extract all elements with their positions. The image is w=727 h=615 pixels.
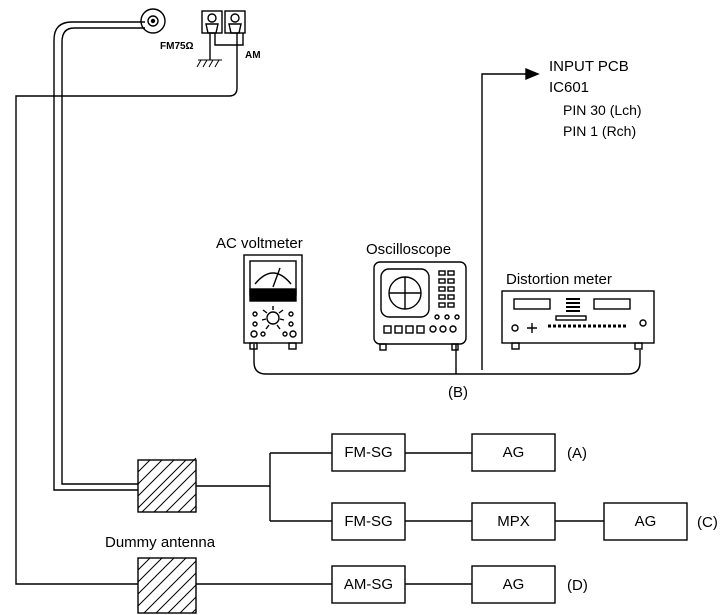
- oscilloscope-icon: [373, 261, 467, 351]
- instrument-interconnect: [253, 344, 641, 375]
- signal-lines: [196, 452, 604, 585]
- ag-label-d: AG: [502, 576, 525, 593]
- ac-voltmeter-label: AC voltmeter: [216, 235, 303, 252]
- fm-sg-box-2: [331, 502, 406, 541]
- ag-box-d: [471, 565, 556, 604]
- label-a: (A): [567, 445, 587, 462]
- am-label: AM: [245, 50, 261, 61]
- input-pcb-label: INPUT PCB: [549, 58, 629, 75]
- ic601-label: IC601: [549, 79, 590, 96]
- label-d: (D): [567, 577, 588, 594]
- point-b-label: (B): [448, 384, 468, 401]
- ag-box-c: [603, 502, 688, 541]
- mpx-box: [471, 502, 556, 541]
- distortion-meter-icon: [501, 290, 655, 350]
- fm-antenna-cable: [53, 21, 145, 491]
- pin30-label: PIN 30 (Lch): [563, 102, 642, 118]
- am-sg-label: AM-SG: [343, 576, 394, 593]
- mpx-label: MPX: [497, 513, 530, 530]
- ag-label-c: AG: [634, 513, 657, 530]
- ac-voltmeter-icon: [243, 254, 303, 350]
- arrow-icon: [525, 67, 540, 81]
- fm-jack-icon: [140, 8, 166, 34]
- dummy-antenna-fm-icon: [137, 457, 197, 513]
- dummy-antenna-am-icon: [137, 557, 197, 614]
- distortion-meter-label: Distortion meter: [506, 271, 612, 288]
- ground-icon: [196, 59, 222, 68]
- oscilloscope-label: Oscilloscope: [366, 241, 452, 258]
- am-terminal-icon: [15, 10, 246, 585]
- fm-75-ohm-label: FM75Ω: [160, 41, 194, 52]
- fm-sg-label-1: FM-SG: [344, 444, 393, 461]
- pin1-label: PIN 1 (Rch): [563, 123, 637, 139]
- fm-sg-label-2: FM-SG: [344, 513, 393, 530]
- am-sg-box: [331, 565, 406, 604]
- dummy-antenna-label: Dummy antenna: [105, 534, 216, 551]
- ag-box-a: [471, 433, 556, 472]
- ag-label-a: AG: [502, 444, 525, 461]
- fm-sg-box-1: [331, 433, 406, 472]
- label-c: (C): [697, 514, 718, 531]
- input-pcb-connection: [481, 73, 526, 370]
